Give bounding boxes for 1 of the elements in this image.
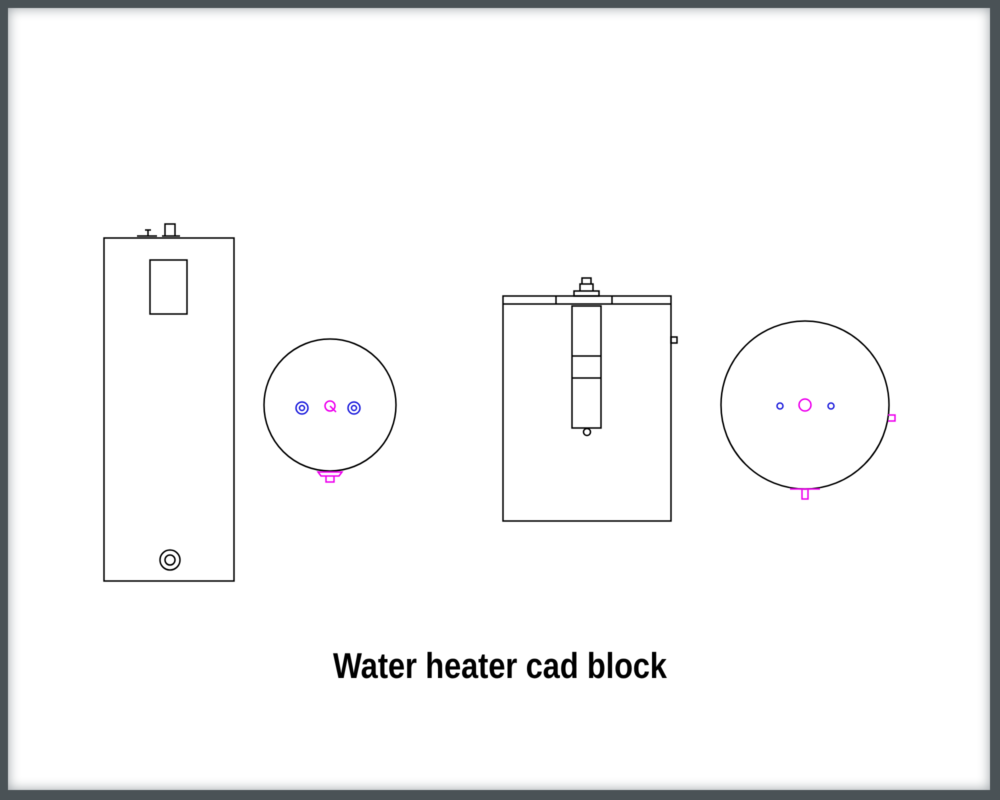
- diagram-title: Water heater cad block: [332, 645, 668, 687]
